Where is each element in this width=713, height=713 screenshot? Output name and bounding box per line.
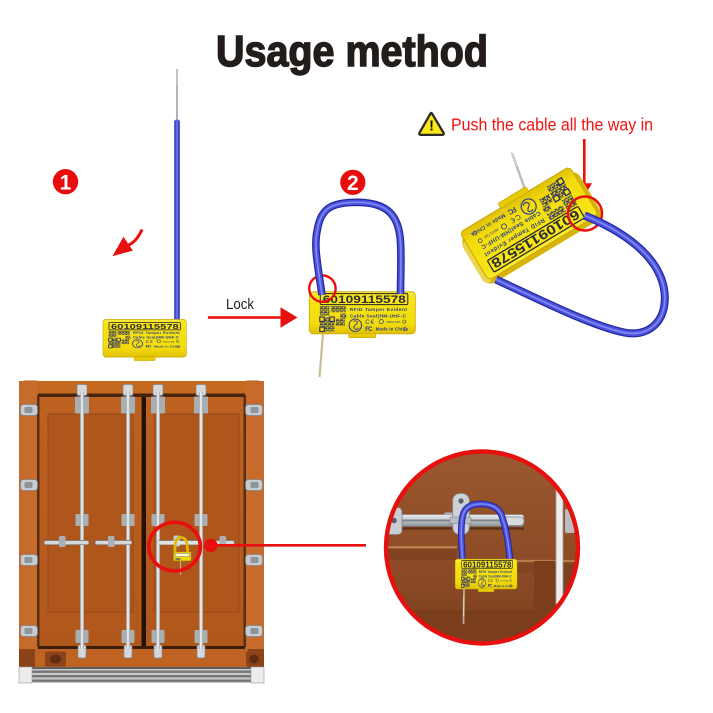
svg-text:Usage method: Usage method: [216, 27, 488, 76]
svg-text:Lock: Lock: [226, 296, 254, 313]
svg-text:1: 1: [60, 172, 72, 195]
svg-text:2: 2: [347, 172, 359, 195]
svg-text:Push the cable all the way in: Push the cable all the way in: [451, 115, 653, 135]
svg-text:!: !: [429, 119, 434, 135]
